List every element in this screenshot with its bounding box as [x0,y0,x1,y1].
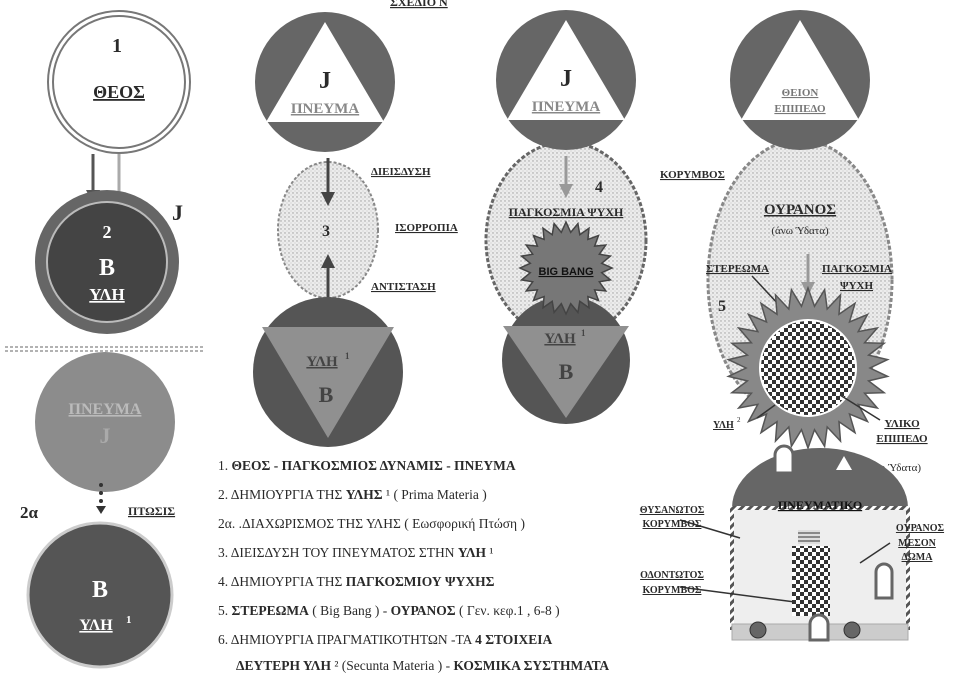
legend-item-1: 1. ΘΕΟΣ - ΠΑΓΚΟΣΜΙΟΣ ΔΥΝΑΜΙΣ - ΠΝΕΥΜΑ [218,458,516,473]
fall-label: ΠΤΩΣΙΣ [128,504,175,518]
temple-heaven-label: ΟΥΡΑΝΟΣ [896,523,945,534]
spirit-triangle [507,20,625,120]
legend-item-5: 5. ΣΤΕΡΕΩΜΑ ( Big Bang ) - ΟΥΡΑΝΟΣ ( Γεν… [218,603,560,618]
diffusion-zone [277,161,379,299]
temple-diagram [679,444,910,642]
matter2-label: ΥΛΗ [713,420,734,431]
step-number-5: 5 [718,298,726,315]
fringed-cluster-label-2: ΚΟΡΥΜΒΟΣ [643,519,702,530]
heaven-label: ΟΥΡΑΝΟΣ [764,202,836,218]
superscript: 1 [345,351,350,361]
spirit-letter: J [319,68,331,94]
big-bang-star [518,220,614,316]
balance-label: ΙΣΟΡΡΟΠΙΑ [395,222,458,234]
divine-triangle [741,20,859,120]
legend-item-6: 6. ΔΗΜΙΟΥΡΓΙΑ ΠΡΑΓΜΑΤΙΚΟΤΗΤΩΝ -ΤΑ 4 ΣΤΟΙ… [218,632,553,647]
material-plane-label-1: ΥΛΙΚΟ [884,418,920,430]
spiritual-label: ΠΝΕΥΜΑΤΙΚΟ [778,498,862,512]
divine-label-1: ΘΕΙΟΝ [782,87,819,99]
matter-label: ΥΛΗ [306,354,338,370]
superscript: 1 [126,614,132,626]
middle-room-label-2: ΔΩΜΑ [902,552,934,563]
matter-letter: B [319,382,334,407]
resistance-arrow [321,254,335,300]
matter2-pointer [756,404,776,419]
matter-letter: B [99,255,115,281]
upper-waters-label: (άνω Ύδατα) [771,225,829,237]
material-core [759,319,857,417]
legend-item-2: 2. ΔΗΜΙΟΥΡΓΙΑ ΤΗΣ ΥΛΗΣ ¹ ( Prima Materia… [218,487,487,502]
superscript: 2 [737,416,741,424]
legend-item-3: 3. ΔΙΕΙΣΔΥΣΗ ΤΟΥ ΠΝΕΥΜΑΤΟΣ ΣΤΗΝ ΥΛΗ ¹ [218,545,494,560]
matter-letter: B [559,359,574,384]
big-bang-label: BIG BANG [539,266,594,278]
resistance-label: ΑΝΤΙΣΤΑΣΗ [371,281,436,293]
step-number-2: 2 [103,222,112,242]
matter-letter: B [92,577,108,603]
diffusion-arrow [321,158,335,206]
header-fragment: ΣΧΕΔΙΟ Ν [390,0,448,9]
matter-label: ΥΛΗ [544,331,576,347]
legend-item-2a: 2α. .ΔΙΑΧΩΡΙΣΜΟΣ ΤΗΣ ΥΛΗΣ ( Εωσφορική Πτ… [218,516,525,531]
superscript: 1 [581,328,586,338]
world-soul-label-1: ΠΑΓΚΟΣΜΙΑ [822,263,892,275]
matter-triangle [503,326,629,418]
god-label: ΘΕΟΣ [93,82,145,102]
cluster-label: ΚΟΡΥΜΒΟΣ [660,169,725,181]
world-soul-label: ΠΑΓΚΟΣΜΙΑ ΨΥΧΗ [509,205,624,219]
legend-item-6-cont: ΔΕΥΤΕΡΗ ΥΛΗ ² (Secunta Materia ) - ΚΟΣΜΙ… [236,658,610,673]
fringed-cluster-label-1: ΘΥΣΑΝΩΤΟΣ [640,505,705,516]
matter-circle-separated [26,521,174,669]
spirit-letter: J [100,423,111,448]
step-number-1: 1 [112,35,122,57]
soul-arrow [559,156,573,198]
matter-label: ΥΛΗ [79,617,113,634]
matter-label: ΥΛΗ [89,285,124,304]
matter-triangle [262,327,394,438]
god-circle [47,10,191,154]
spirit-triangle [266,22,384,122]
spirit-label: ΠΝΕΥΜΑ [532,99,600,115]
step-number-4: 4 [595,179,603,196]
material-plane-label-2: ΕΠΙΠΕΔΟ [876,433,928,445]
world-soul-label-2: ΨΥΧΗ [840,280,873,292]
firmament-label: ΣΤΕΡΕΩΜΑ [706,263,769,275]
middle-room-label-1: ΜΕΣΟΝ [898,538,936,549]
spirit-letter: J [560,66,572,92]
toothed-cluster-label-2: ΚΟΡΥΜΒΟΣ [643,585,702,596]
diffusion-label: ΔΙΕΙΣΔΥΣΗ [371,166,431,178]
divine-label-2: ΕΠΙΠΕΔΟ [774,103,826,115]
matter-circle [35,190,179,334]
step-number-2a: 2α [20,503,39,522]
legend-item-4: 4. ΔΗΜΙΟΥΡΓΙΑ ΤΗΣ ΠΑΓΚΟΣΜΙΟΥ ΨΥΧΗΣ [218,574,495,589]
spirit-circle-fallen [35,352,175,492]
spirit-j-mark: J [172,200,183,225]
material-plane-pointer [839,394,881,421]
step-number-3: 3 [322,223,330,240]
spirit-label: ΠΝΕΥΜΑ [69,401,142,418]
toothed-cluster-label-1: ΟΔΟΝΤΩΤΟΣ [640,570,704,581]
fall-dots [96,483,106,514]
spirit-label: ΠΝΕΥΜΑ [291,101,359,117]
